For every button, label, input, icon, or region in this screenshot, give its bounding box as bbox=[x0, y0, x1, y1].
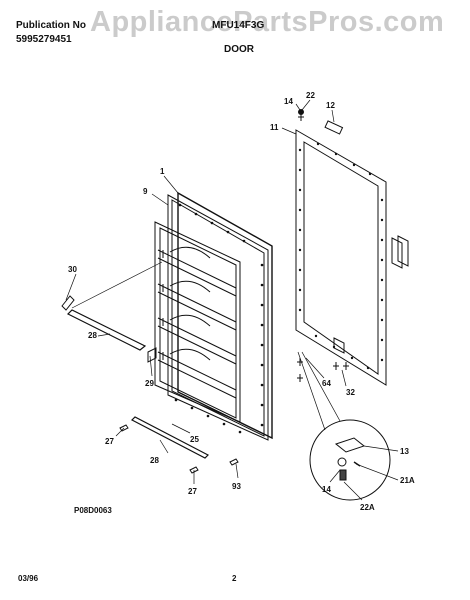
callout-30: 30 bbox=[68, 265, 77, 274]
callout-14-top: 14 bbox=[284, 97, 293, 106]
callout-12: 12 bbox=[326, 101, 335, 110]
callout-27-lower: 27 bbox=[188, 487, 197, 496]
callout-64: 64 bbox=[322, 379, 331, 388]
callout-28-upper: 28 bbox=[88, 331, 97, 340]
footer-date: 03/96 bbox=[18, 574, 39, 583]
callout-22: 22 bbox=[306, 91, 315, 100]
door-liner bbox=[154, 191, 273, 441]
leader-lines bbox=[65, 99, 399, 501]
diagram-code: P08D0063 bbox=[74, 506, 112, 515]
publication-label: Publication No bbox=[16, 20, 86, 31]
section-title: DOOR bbox=[224, 44, 254, 55]
model-number: MFU14F3G bbox=[212, 20, 265, 31]
watermark-text: AppliancePartsPros.com bbox=[90, 6, 445, 38]
top-hinge-parts bbox=[298, 109, 344, 135]
callout-22A: 22A bbox=[360, 503, 375, 512]
callout-1: 1 bbox=[160, 167, 165, 176]
bottom-screws bbox=[297, 358, 349, 382]
callout-14-detail: 14 bbox=[322, 485, 331, 494]
callout-28-lower: 28 bbox=[150, 456, 159, 465]
callout-93: 93 bbox=[232, 482, 241, 491]
callout-32: 32 bbox=[346, 388, 355, 397]
outer-door-panel bbox=[295, 129, 409, 386]
callout-13: 13 bbox=[400, 447, 409, 456]
publication-number: 5995279451 bbox=[16, 34, 72, 45]
callout-9: 9 bbox=[143, 187, 148, 196]
callout-21A: 21A bbox=[400, 476, 415, 485]
footer-page-number: 2 bbox=[232, 574, 237, 583]
callout-29: 29 bbox=[145, 379, 154, 388]
shelf-bar-lower bbox=[119, 416, 239, 474]
shelf-bar-upper bbox=[61, 261, 163, 363]
detail-magnifier bbox=[297, 351, 391, 501]
callout-27-upper: 27 bbox=[105, 437, 114, 446]
callout-25: 25 bbox=[190, 435, 199, 444]
callout-11: 11 bbox=[270, 123, 279, 132]
